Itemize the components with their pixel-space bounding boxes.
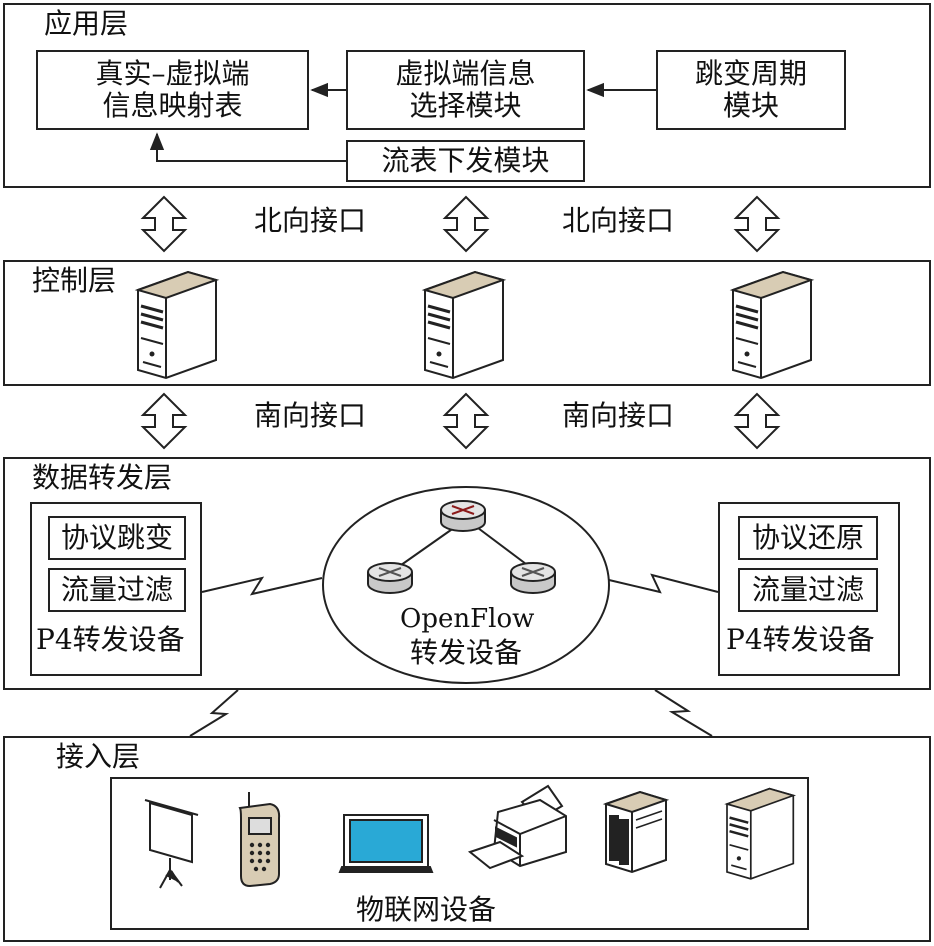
protocol-hop-label: 协议跳变 (60, 520, 173, 554)
northbound-arrow-1 (142, 196, 186, 252)
zigzag-link-left (201, 576, 323, 596)
hop-module-line2: 模块 (722, 89, 779, 122)
mapping-table-line1: 真实–虚拟端 (95, 56, 250, 90)
southbound-arrow-3 (735, 393, 779, 449)
p4-device-left-label: P4转发设备 (36, 623, 185, 656)
zigzag-link-right (608, 573, 719, 594)
openflow-label: OpenFlow (400, 604, 535, 634)
protocol-restore-label: 协议还原 (751, 520, 864, 554)
router-icon (510, 562, 556, 594)
select-module-line2: 选择模块 (409, 89, 522, 122)
access-layer-title: 接入层 (56, 740, 141, 773)
northbound-interface-label-left: 北向接口 (254, 204, 367, 237)
openflow-ellipse (322, 486, 610, 684)
southbound-arrow-1 (142, 393, 186, 449)
northbound-interface-label-right: 北向接口 (562, 204, 675, 237)
zigzag-link-access-left (189, 689, 239, 737)
southbound-interface-label-left: 南向接口 (254, 399, 367, 432)
server-rack-icon (602, 790, 670, 874)
router-mark-icon (451, 505, 475, 515)
protocol-restore-box: 协议还原 (738, 516, 878, 560)
router-icon (367, 562, 413, 594)
router-icon (440, 500, 486, 532)
application-layer-title: 应用层 (44, 7, 129, 40)
projector-screen-icon (144, 799, 199, 889)
zigzag-link-access-right (654, 689, 713, 737)
printer-icon (467, 784, 567, 870)
flow-table-deliver-module: 流表下发模块 (346, 140, 585, 182)
arrow-flow-to-mapping (149, 132, 346, 162)
virtual-info-select-module: 虚拟端信息 选择模块 (346, 50, 585, 130)
select-module-line1: 虚拟端信息 (395, 56, 536, 90)
hop-period-module: 跳变周期 模块 (656, 50, 846, 130)
mapping-table-module: 真实–虚拟端 信息映射表 (36, 50, 309, 130)
southbound-arrow-2 (444, 393, 488, 449)
traffic-filter-box-right: 流量过滤 (738, 568, 878, 612)
northbound-arrow-3 (735, 196, 779, 252)
p4-device-right-label: P4转发设备 (726, 623, 875, 656)
northbound-arrow-2 (444, 196, 488, 252)
openflow-device-label: 转发设备 (409, 636, 522, 669)
control-layer-title: 控制层 (32, 264, 117, 297)
traffic-filter-box-left: 流量过滤 (48, 568, 186, 612)
traffic-filter-label-right: 流量过滤 (751, 572, 864, 606)
server-icon (725, 787, 795, 881)
traffic-filter-label-left: 流量过滤 (60, 572, 173, 606)
server-icon (136, 270, 218, 380)
hop-module-line1: 跳变周期 (694, 56, 807, 90)
iot-devices-label: 物联网设备 (356, 893, 497, 926)
monitor-icon (338, 814, 434, 873)
server-icon (731, 270, 813, 380)
mobile-phone-icon (238, 792, 281, 888)
flow-module-label: 流表下发模块 (381, 143, 550, 177)
server-icon (423, 270, 505, 380)
protocol-hop-box: 协议跳变 (48, 516, 186, 560)
southbound-interface-label-right: 南向接口 (562, 399, 675, 432)
iot-devices-box (110, 777, 809, 930)
mapping-table-line2: 信息映射表 (102, 89, 243, 122)
router-mark-icon (378, 567, 545, 577)
data-forwarding-layer-title: 数据转发层 (32, 461, 173, 494)
